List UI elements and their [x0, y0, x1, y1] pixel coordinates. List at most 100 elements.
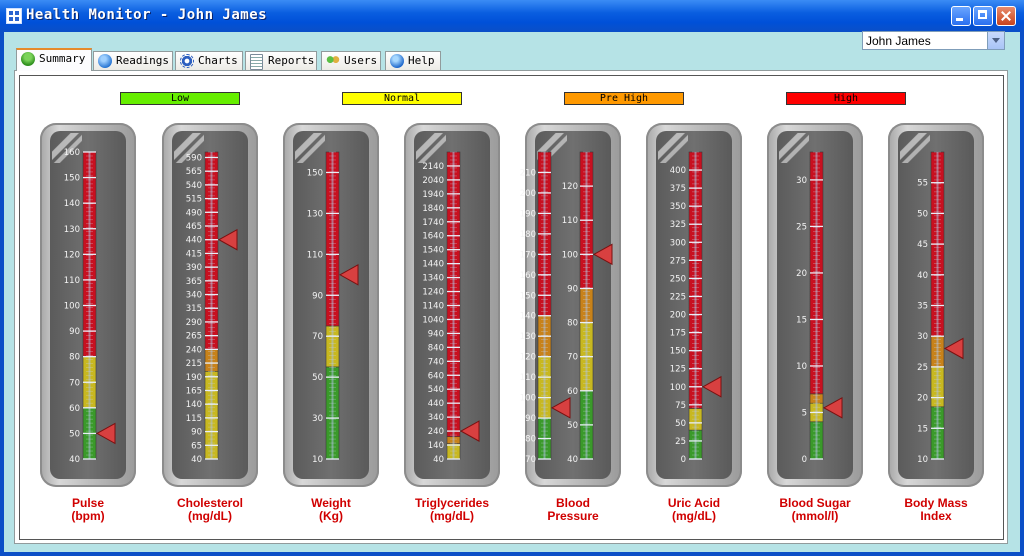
gauge-scale: 2102001901801701601501401301201101009080…: [520, 151, 613, 465]
gauge-tick-label: 300: [670, 238, 686, 248]
gauge-tick-label: 175: [670, 329, 686, 339]
gauge-tick-label: 90: [312, 291, 323, 301]
legend-normal: Normal: [342, 92, 462, 105]
gauge-tick-label: 125: [670, 365, 686, 375]
gauge-tick-label: 25: [796, 222, 807, 232]
gauge-tick-label: 100: [520, 394, 536, 404]
gauge-tick-label: 90: [191, 428, 202, 438]
gauge-tick-label: 55: [917, 179, 928, 189]
gauge-tick-label: 50: [917, 209, 928, 219]
window-frame-left: [0, 32, 4, 556]
gauge-tick-label: 390: [186, 263, 202, 273]
users-icon: [326, 54, 340, 68]
gauge-caption: Cholesterol(mg/dL): [150, 497, 270, 523]
tab-readings[interactable]: Readings: [93, 51, 173, 70]
tab-label: Readings: [116, 54, 169, 67]
gauge-tick-label: 40: [433, 455, 444, 465]
gauge-center-line: [543, 152, 546, 459]
gauge-gloss: [174, 133, 204, 163]
gauge-tick-label: 1640: [422, 232, 444, 242]
gauge-tick-label: 210: [520, 168, 536, 178]
tab-help[interactable]: Help: [385, 51, 441, 70]
gauge-tick-label: 1040: [422, 315, 444, 325]
tab-charts[interactable]: Charts: [175, 51, 243, 70]
close-button[interactable]: [996, 6, 1016, 26]
gauge-caption: Triglycerides(mg/dL): [392, 497, 512, 523]
gauge-pointer: [943, 337, 964, 360]
gauge-scale-group: 5905655405154904654404153903653403152902…: [186, 151, 238, 465]
tab-users[interactable]: Users: [321, 51, 381, 70]
gauge-scale-group: 2102001901801701601501401301201101009080…: [520, 151, 613, 465]
gauge-tick-label: 640: [428, 371, 444, 381]
window-frame-right: [1020, 32, 1024, 556]
gauge-tick-label: 35: [917, 302, 928, 312]
gauge-tick-label: 490: [186, 208, 202, 218]
gauge-tick-label: 10: [312, 455, 323, 465]
person-icon: [21, 52, 35, 66]
gauge-tick-label: 160: [64, 148, 80, 158]
gauge-tick-label: 400: [670, 166, 686, 176]
gauge-tick-label: 10: [917, 455, 928, 465]
gauge-caption-line1: Blood Sugar: [779, 496, 851, 510]
chevron-down-icon[interactable]: [987, 32, 1004, 49]
gauge-tick-label: 70: [69, 378, 80, 388]
user-select[interactable]: John James: [862, 31, 1005, 50]
systolic-pointer: [550, 396, 571, 419]
gauge-tick-label: 1440: [422, 260, 444, 270]
maximize-button[interactable]: [973, 6, 993, 26]
gauge-center-line: [331, 152, 334, 459]
gauge-tick-label: 120: [64, 250, 80, 260]
gauge-tick-label: 940: [428, 329, 444, 339]
gauge-scale: 2140204019401840174016401540144013401240…: [422, 151, 480, 465]
gauge-tick-label: 1340: [422, 274, 444, 284]
gauge-tick-label: 140: [186, 400, 202, 410]
gauge-caption: Pulse(bpm): [28, 497, 148, 523]
gauge-tick-label: 170: [520, 250, 536, 260]
gauge-tick-label: 30: [796, 176, 807, 186]
help-icon: [390, 54, 404, 68]
gauge-tick-label: 200: [520, 189, 536, 199]
gauge-tick-label: 40: [69, 455, 80, 465]
gauge-tick-label: 140: [520, 312, 536, 322]
gauge-tick-label: 10: [796, 362, 807, 372]
document-icon: [250, 54, 263, 70]
gauge-tick-label: 110: [307, 250, 323, 260]
minimize-button[interactable]: [951, 6, 971, 26]
gauge-caption-line1: Triglycerides: [414, 496, 490, 510]
gauge-tick-label: 180: [520, 230, 536, 240]
gauge-tick-label: 50: [312, 373, 323, 383]
gauge-tick-label: 590: [186, 153, 202, 163]
app-icon: [6, 8, 22, 24]
title-bar: Health Monitor - John James: [0, 0, 1024, 32]
gauge-tick-label: 225: [670, 292, 686, 302]
gauge-scale-group: 4003753503253002752502252001751501251007…: [670, 151, 722, 465]
gauge-gloss: [416, 133, 446, 163]
gauge-tick-label: 440: [186, 236, 202, 246]
gauge-tick-label: 290: [186, 318, 202, 328]
gauge-tick-label: 565: [186, 167, 202, 177]
gauge-tick-label: 465: [186, 222, 202, 232]
gauge-center-line: [585, 152, 588, 459]
gauge-tick-label: 140: [64, 199, 80, 209]
legend-prehigh: Pre High: [564, 92, 684, 105]
gauge-caption-line1: Pulse: [71, 496, 104, 510]
gauge-tick-label: 100: [562, 250, 578, 260]
gauge-tick-label: 15: [796, 315, 807, 325]
gauge-pointer: [95, 422, 116, 445]
gauge-tick-label: 0: [802, 455, 807, 465]
gauge-caption-line1: Weight: [311, 496, 351, 510]
tab-summary[interactable]: Summary: [16, 48, 92, 71]
gauge-tick-label: 25: [917, 363, 928, 373]
gauge-tick-label: 250: [670, 274, 686, 284]
gauge-caption-line2: Index: [920, 509, 952, 523]
gauge-tick-label: 120: [520, 353, 536, 363]
gauge-gloss: [658, 133, 688, 163]
tab-reports[interactable]: Reports: [245, 51, 317, 70]
